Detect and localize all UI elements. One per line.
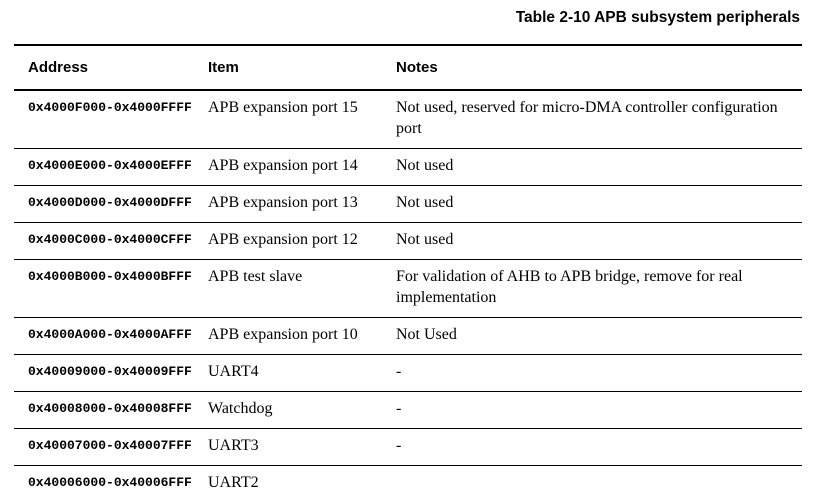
address-cell: 0x4000D000-0x4000DFFF	[28, 195, 192, 210]
address-cell: 0x4000E000-0x4000EFFF	[28, 158, 192, 173]
address-cell: 0x4000F000-0x4000FFFF	[28, 100, 192, 115]
table-caption: Table 2-10 APB subsystem peripherals	[515, 9, 800, 26]
item-cell: APB expansion port 12	[208, 231, 358, 248]
table-row: 0x40007000-0x40007FFF UART3 -	[14, 429, 802, 466]
notes-cell: Not used, reserved for micro-DMA control…	[396, 99, 778, 137]
address-cell: 0x40009000-0x40009FFF	[28, 364, 192, 379]
apb-peripherals-table: Address Item Notes 0x4000F000-0x4000FFFF…	[14, 44, 802, 501]
table-row: 0x4000B000-0x4000BFFF APB test slave For…	[14, 260, 802, 318]
item-cell: APB expansion port 13	[208, 194, 358, 211]
table-row: 0x4000D000-0x4000DFFF APB expansion port…	[14, 186, 802, 223]
item-cell: Watchdog	[208, 400, 273, 417]
table-row: 0x4000F000-0x4000FFFF APB expansion port…	[14, 90, 802, 149]
notes-cell: Not used	[396, 194, 454, 211]
table-row: 0x40006000-0x40006FFF UART2	[14, 466, 802, 501]
table-row: 0x40009000-0x40009FFF UART4 -	[14, 355, 802, 392]
table-row: 0x4000A000-0x4000AFFF APB expansion port…	[14, 318, 802, 355]
column-header-address: Address	[28, 59, 89, 76]
item-cell: APB expansion port 14	[208, 157, 358, 174]
notes-cell: Not Used	[396, 326, 457, 343]
item-cell: UART3	[208, 437, 259, 454]
item-cell: APB expansion port 10	[208, 326, 358, 343]
address-cell: 0x4000A000-0x4000AFFF	[28, 327, 192, 342]
table-body: 0x4000F000-0x4000FFFF APB expansion port…	[14, 90, 802, 501]
table-header: Address Item Notes	[14, 45, 802, 90]
table-row: 0x4000E000-0x4000EFFF APB expansion port…	[14, 149, 802, 186]
table-row: 0x4000C000-0x4000CFFF APB expansion port…	[14, 223, 802, 260]
notes-cell: Not used	[396, 231, 454, 248]
item-cell: APB expansion port 15	[208, 99, 358, 116]
notes-cell: -	[396, 400, 402, 417]
column-header-item: Item	[208, 59, 239, 76]
address-cell: 0x4000C000-0x4000CFFF	[28, 232, 192, 247]
column-header-notes: Notes	[396, 59, 438, 76]
notes-cell: For validation of AHB to APB bridge, rem…	[396, 268, 743, 306]
address-cell: 0x40006000-0x40006FFF	[28, 475, 192, 490]
header-row: Address Item Notes	[14, 45, 802, 90]
address-cell: 0x40008000-0x40008FFF	[28, 401, 192, 416]
item-cell: UART4	[208, 363, 259, 380]
notes-cell: -	[396, 363, 402, 380]
table-row: 0x40008000-0x40008FFF Watchdog -	[14, 392, 802, 429]
notes-cell	[396, 466, 802, 501]
notes-cell: -	[396, 437, 402, 454]
address-cell: 0x40007000-0x40007FFF	[28, 438, 192, 453]
item-cell: UART2	[208, 474, 259, 491]
notes-cell: Not used	[396, 157, 454, 174]
address-cell: 0x4000B000-0x4000BFFF	[28, 269, 192, 284]
item-cell: APB test slave	[208, 268, 303, 285]
